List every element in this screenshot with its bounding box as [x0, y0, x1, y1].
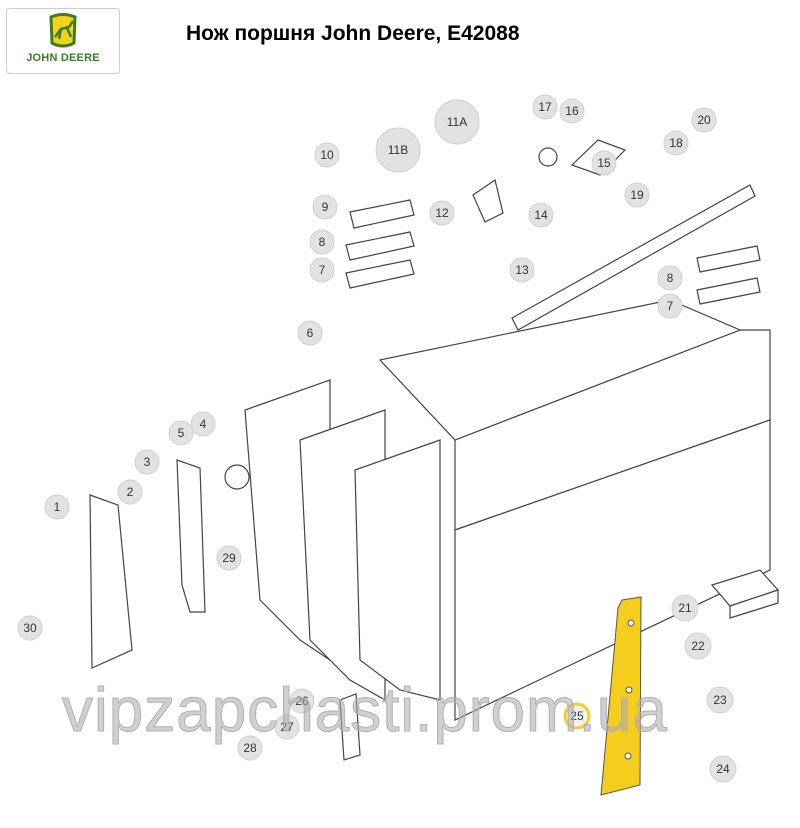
- callout-6: 6: [297, 320, 323, 346]
- callout-label: 30: [23, 621, 37, 635]
- callout-28: 28: [237, 735, 263, 761]
- plate-3: [176, 459, 206, 613]
- bracket-26: [339, 693, 361, 761]
- callout-10: 10: [314, 142, 340, 168]
- callout-24: 24: [709, 755, 737, 783]
- callout-8: 8: [657, 265, 683, 291]
- callout-14: 14: [528, 202, 554, 228]
- callout-label: 6: [307, 326, 314, 340]
- callout-label: 5: [178, 426, 185, 440]
- bearing-5: [224, 464, 250, 490]
- callout-label: 3: [144, 455, 151, 469]
- plate-8-right: [696, 245, 761, 273]
- callout-18: 18: [663, 130, 689, 156]
- plate-9: [349, 199, 415, 229]
- callout-23: 23: [706, 686, 734, 714]
- callout-20: 20: [691, 107, 717, 133]
- callout-label: 26: [295, 694, 309, 708]
- callout-label: 11A: [447, 115, 467, 129]
- callout-12: 12: [429, 200, 455, 226]
- callout-label: 1: [54, 500, 61, 514]
- callout-label: 16: [565, 104, 579, 118]
- frame-top: [378, 299, 742, 441]
- logo-text: JOHN DEERE: [26, 52, 100, 64]
- callout-label: 23: [713, 693, 727, 707]
- callout-label: 8: [667, 271, 674, 285]
- callout-13: 13: [509, 257, 535, 283]
- callout-label: 19: [630, 188, 644, 202]
- callout-26: 26: [289, 688, 315, 714]
- callout-label: 13: [515, 263, 529, 277]
- callout-label: 24: [716, 762, 730, 776]
- callout-11A: 11A: [434, 99, 480, 145]
- bracket-14: [472, 179, 504, 223]
- callout-label: 20: [697, 113, 711, 127]
- frame-side: [454, 419, 771, 721]
- callout-4: 4: [190, 411, 216, 437]
- bar-13: [511, 184, 756, 331]
- callout-label: 25: [570, 709, 584, 723]
- callout-label: 10: [320, 148, 334, 162]
- callout-label: 15: [597, 156, 611, 170]
- callout-27: 27: [274, 714, 300, 740]
- page-title: Нож поршня John Deere, E42088: [186, 22, 520, 45]
- callout-label: 27: [280, 720, 294, 734]
- plate-1: [89, 494, 133, 669]
- upright: [354, 439, 441, 701]
- callout-label: 9: [322, 200, 329, 214]
- block-21-side: [729, 589, 779, 619]
- knife-e42088: [600, 596, 642, 796]
- callout-label: 12: [435, 206, 449, 220]
- plate-8: [345, 231, 415, 261]
- plate-7: [345, 259, 415, 289]
- callout-label: 14: [534, 208, 548, 222]
- bearing-16: [538, 147, 558, 167]
- watermark: vipzapchasti.prom.ua: [62, 676, 668, 746]
- callout-21: 21: [671, 594, 699, 622]
- deer-emblem-icon: [49, 13, 77, 48]
- callout-3: 3: [134, 449, 160, 475]
- callout-15: 15: [591, 150, 617, 176]
- callout-1: 1: [44, 494, 70, 520]
- callout-5: 5: [168, 420, 194, 446]
- callout-16: 16: [559, 98, 585, 124]
- callout-label: 7: [319, 263, 326, 277]
- callout-25: 25: [563, 702, 591, 730]
- callout-2: 2: [117, 479, 143, 505]
- callout-label: 17: [538, 100, 552, 114]
- callout-label: 4: [200, 417, 207, 431]
- callout-19: 19: [624, 182, 650, 208]
- callout-label: 7: [667, 299, 674, 313]
- callout-label: 11B: [388, 143, 408, 157]
- callout-label: 28: [243, 741, 257, 755]
- callout-29: 29: [216, 545, 242, 571]
- callout-label: 21: [678, 601, 692, 615]
- plate-7-right: [696, 277, 761, 305]
- callout-22: 22: [684, 632, 712, 660]
- callout-7: 7: [309, 257, 335, 283]
- callout-9: 9: [312, 194, 338, 220]
- callout-30: 30: [17, 615, 43, 641]
- callout-label: 8: [319, 235, 326, 249]
- callout-7: 7: [657, 293, 683, 319]
- callout-8: 8: [309, 229, 335, 255]
- callout-17: 17: [532, 94, 558, 120]
- callout-label: 22: [691, 639, 705, 653]
- callout-11B: 11B: [375, 127, 421, 173]
- callout-label: 2: [127, 485, 134, 499]
- callout-label: 29: [222, 551, 236, 565]
- john-deere-logo: JOHN DEERE: [6, 8, 120, 74]
- callout-label: 18: [669, 136, 683, 150]
